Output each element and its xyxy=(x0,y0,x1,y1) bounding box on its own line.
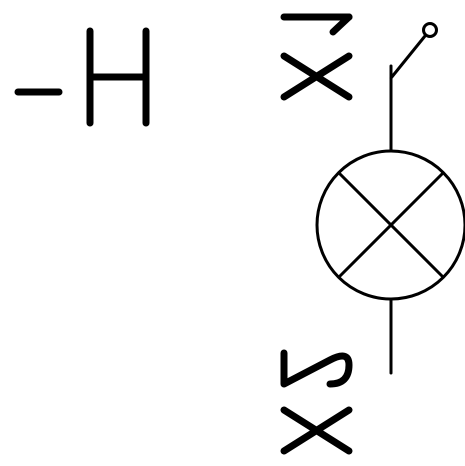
lamp-symbol xyxy=(315,149,465,301)
x1-x-stroke-b xyxy=(280,52,353,101)
lamp-cross-b xyxy=(337,171,445,279)
x2-two-glyph xyxy=(280,349,353,388)
terminal-label-top: X1 xyxy=(280,13,353,101)
designation-text: -H xyxy=(15,122,16,124)
x2-x-stroke-b xyxy=(280,406,353,455)
terminal-label-bottom: X2 xyxy=(280,349,353,456)
x1-one-flag xyxy=(329,13,353,36)
top-lead-slant xyxy=(389,34,427,80)
designation-label: -H xyxy=(14,27,150,127)
terminal-bottom-text: X2 xyxy=(280,454,282,456)
top-lead xyxy=(389,22,438,152)
terminal-contact-circle xyxy=(422,22,438,38)
